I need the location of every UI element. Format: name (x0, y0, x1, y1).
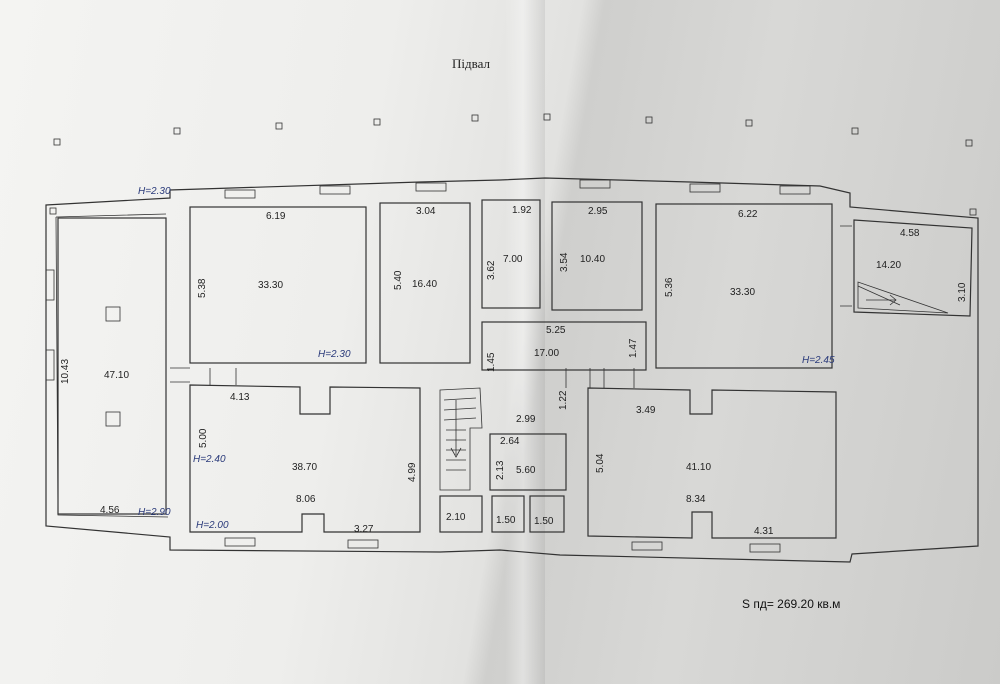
room-3-dim-a: 3.04 (416, 206, 436, 217)
paper-fold (505, 0, 545, 684)
room-7-dim-b: 3.10 (957, 282, 968, 302)
room-1-dim-b: 4.56 (100, 505, 120, 516)
room-11-dim-c: 8.34 (686, 494, 706, 505)
room-8: 17.00 5.25 1.45 1.47 (481, 321, 647, 372)
room-12-area: 2.10 (446, 512, 466, 523)
height-notes: H=2.30 H=2.30 H=2.40 H=2.90 H=2.00 H=2.4… (138, 186, 835, 531)
room-1: 47.10 10.43 4.56 (57, 217, 167, 516)
room-4-area: 7.00 (503, 254, 523, 265)
room-14-area: 1.50 (534, 516, 554, 527)
room-11-dim-a: 3.49 (636, 405, 656, 416)
room-8-dim-c: 1.47 (628, 338, 639, 358)
room-6-dim-a: 6.22 (738, 209, 758, 220)
room-9-dim-a: 4.13 (230, 392, 250, 403)
height-note-1: H=2.30 (138, 186, 171, 197)
room-10: 5.60 2.64 2.13 (489, 433, 567, 491)
height-note-5: H=2.00 (196, 520, 229, 531)
height-note-6: H=2.45 (802, 355, 835, 366)
room-13: 1.50 (491, 495, 525, 533)
room-8-area: 17.00 (534, 348, 559, 359)
room-7: 14.20 4.58 3.10 (853, 219, 973, 317)
room-7-area: 14.20 (876, 260, 901, 271)
room-9-area: 38.70 (292, 462, 317, 473)
room-5-dim-a: 2.95 (588, 206, 608, 217)
room-10-area: 5.60 (516, 465, 536, 476)
stairwell (439, 387, 483, 491)
room-9-dim-d: 4.99 (407, 462, 418, 482)
corridor: 2.99 1.22 (516, 390, 569, 425)
corridor-dim-a: 2.99 (516, 414, 536, 425)
room-12: 2.10 (439, 495, 483, 533)
room-5-dim-b: 3.54 (559, 252, 570, 272)
room-11: 41.10 3.49 5.04 8.34 4.31 (587, 387, 837, 539)
room-6-area: 33.30 (730, 287, 755, 298)
plan-title: Підвал (452, 56, 490, 71)
room-10-dim-a: 2.64 (500, 436, 520, 447)
room-3-dim-b: 5.40 (393, 270, 404, 290)
room-1-dim-a: 10.43 (60, 359, 71, 384)
room-2-area: 33.30 (258, 280, 283, 291)
room-9-dim-b: 5.00 (198, 428, 209, 448)
room-3: 16.40 3.04 5.40 (379, 202, 471, 364)
room-13-area: 1.50 (496, 515, 516, 526)
room-9-dim-e: 3.27 (354, 524, 374, 535)
room-11-dim-b: 5.04 (595, 453, 606, 473)
survey-markers (49, 113, 977, 216)
room-5-area: 10.40 (580, 254, 605, 265)
room-4-dim-b: 3.62 (486, 260, 497, 280)
height-note-4: H=2.90 (138, 507, 171, 518)
room-2-dim-b: 5.38 (197, 278, 208, 298)
room-10-dim-b: 2.13 (495, 460, 506, 480)
corridor-dim-b: 1.22 (558, 390, 569, 410)
room-11-area: 41.10 (686, 462, 711, 473)
room-6: 33.30 6.22 5.36 (655, 203, 833, 369)
room-2: 33.30 6.19 5.38 (189, 206, 367, 364)
room-3-area: 16.40 (412, 279, 437, 290)
room-4-dim-a: 1.92 (512, 205, 532, 216)
window-marks (45, 179, 811, 553)
room-11-dim-d: 4.31 (754, 526, 774, 537)
room-4: 7.00 1.92 3.62 (481, 199, 541, 309)
interior-openings (170, 225, 852, 388)
room-14: 1.50 (529, 495, 565, 533)
room-6-dim-b: 5.36 (664, 277, 675, 297)
outer-walls (45, 177, 979, 563)
room-8-dim-b: 1.45 (486, 352, 497, 372)
room-2-dim-a: 6.19 (266, 211, 286, 222)
room-9: 38.70 4.13 5.00 8.06 4.99 3.27 (189, 384, 421, 535)
height-note-2: H=2.30 (318, 349, 351, 360)
room-9-dim-c: 8.06 (296, 494, 316, 505)
room-7-dim-a: 4.58 (900, 228, 920, 239)
room-1-area: 47.10 (104, 370, 129, 381)
height-note-3: H=2.40 (193, 454, 226, 465)
total-area: S пд= 269.20 кв.м (742, 597, 840, 611)
room-8-dim-a: 5.25 (546, 325, 566, 336)
room-5: 10.40 2.95 3.54 (551, 201, 643, 311)
